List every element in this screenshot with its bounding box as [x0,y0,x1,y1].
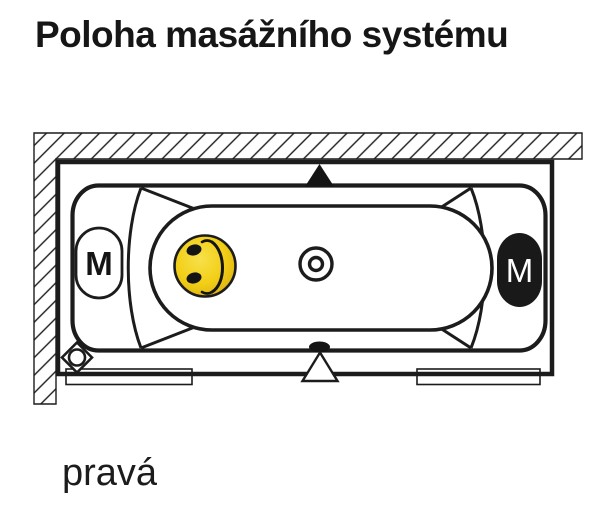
trim-strip-left [65,368,193,386]
overflow-bump-icon [309,341,330,353]
corner-diamond-circle [67,348,87,367]
smiley-smile [210,240,224,294]
drain-inner-ring [307,255,325,273]
motor-badge-right-shape [497,233,542,307]
marker-triangle-filled-icon [305,164,334,187]
wall-hatch [33,132,583,405]
motor-badge-right-label: M [506,252,534,289]
motor-badge-left-shape [74,226,124,300]
smiley-face [173,234,237,298]
massage-system-smiley-icon [173,234,237,298]
trim-strip-right [416,368,541,386]
drain-icon [298,246,334,282]
marker-triangle-outline-icon [300,350,340,383]
smiley-eye-top [186,244,202,256]
figure-title: Poloha masážního systému [35,14,509,55]
tub-corner-line-tl [140,186,201,213]
motor-badge-left-label: M [85,245,113,282]
corner-diamond-icon [60,340,94,375]
motor-badge-left: M [74,226,124,300]
smiley-smile-tip-bottom [200,290,214,295]
position-caption: pravá [62,452,158,494]
motor-badge-right: M [497,233,542,307]
smiley-eye-bottom [186,272,202,284]
smiley-smile-tip-top [200,239,214,244]
tub-end-contour-left [126,187,143,349]
tub-corner-line-bl [140,323,201,350]
